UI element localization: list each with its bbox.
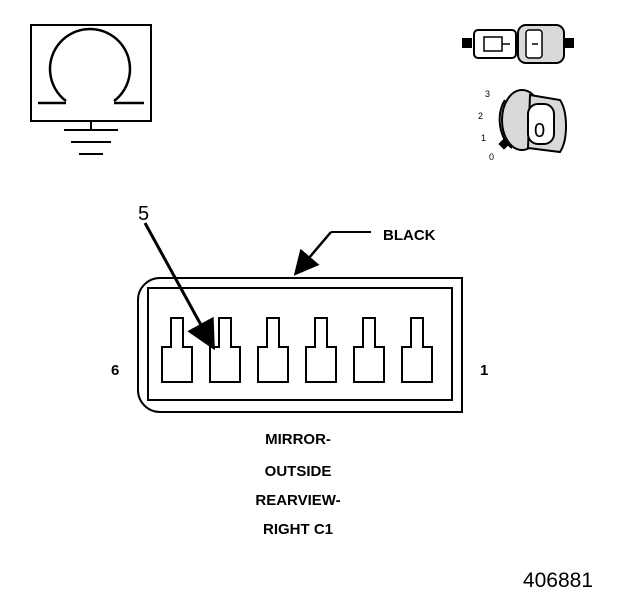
pin-cavity [401, 317, 433, 383]
pin-cavity [209, 317, 241, 383]
caption-line-1: MIRROR- [265, 431, 331, 448]
pin-label-right: 1 [480, 362, 488, 379]
ignition-position-0: 0 [489, 152, 494, 162]
pin-label-left: 6 [111, 362, 119, 379]
key-label: 0 [534, 120, 545, 142]
connector-color-label: BLACK [383, 227, 436, 244]
pin-cavity [305, 317, 337, 383]
connector-plug-icon [462, 24, 574, 64]
pin-cavities [161, 317, 433, 383]
caption-line-2: OUTSIDE [265, 463, 332, 480]
connector-face [137, 277, 463, 413]
ignition-switch-icon: 3 2 1 0 0 [478, 89, 567, 162]
callout-pin-arrow [143, 222, 215, 351]
callout-pin-label: 5 [138, 203, 149, 225]
ignition-position-3: 3 [485, 89, 490, 99]
figure-number: 406881 [523, 569, 593, 592]
pin-cavity [161, 317, 193, 383]
caption-line-3: REARVIEW- [255, 492, 340, 509]
ground-symbol-icon [30, 24, 152, 155]
pin-cavity [257, 317, 289, 383]
ignition-position-2: 2 [478, 111, 483, 121]
pin-cavity [353, 317, 385, 383]
color-leader-arrow [293, 231, 332, 276]
ignition-position-1: 1 [481, 133, 486, 143]
caption-line-4: RIGHT C1 [263, 521, 333, 538]
